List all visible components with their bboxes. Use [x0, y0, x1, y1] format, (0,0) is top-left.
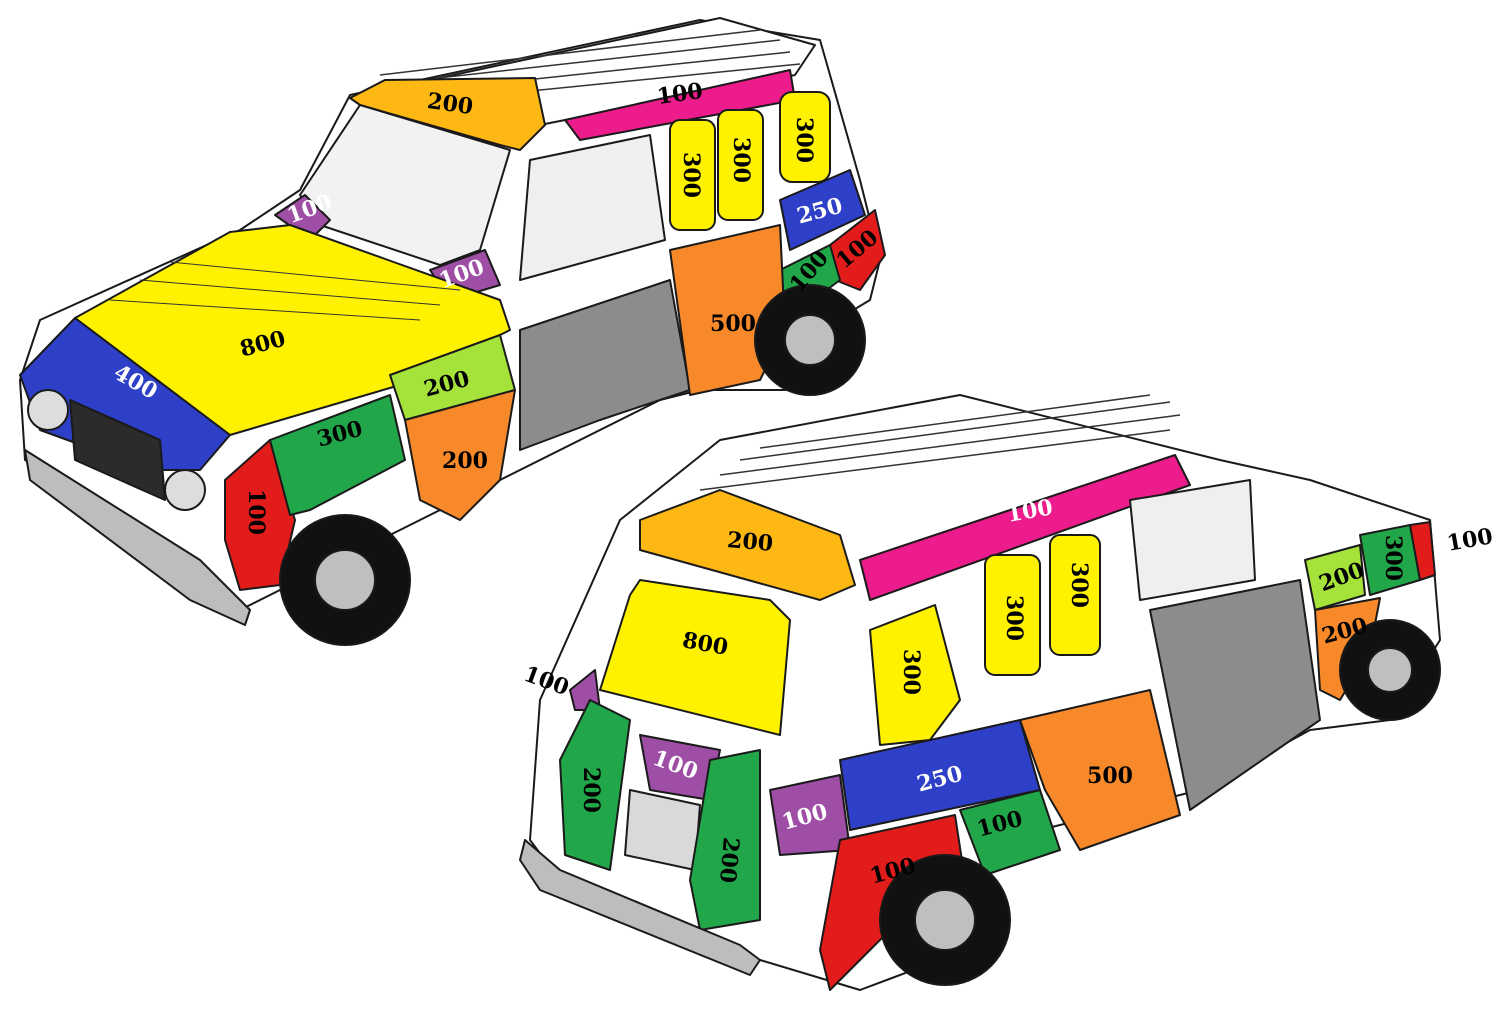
label-front-door-lower: 200 — [442, 448, 488, 474]
label-front-rear-door-window-1: 300 — [678, 152, 704, 198]
label-rear-front-wing-green: 300 — [1380, 535, 1406, 581]
label-rear-door-window-2: 300 — [1066, 562, 1092, 608]
rear-car — [520, 395, 1440, 990]
label-front-rear-door: 500 — [710, 311, 756, 337]
label-rear-tailgate-right: 200 — [714, 836, 744, 884]
front-headlight-right — [165, 470, 205, 510]
front-front-wheel-hub — [315, 550, 375, 610]
label-rear-quarter-window: 300 — [898, 649, 924, 695]
label-front-rear-quarter-window: 300 — [791, 117, 817, 163]
rear-front-door-window — [1130, 480, 1255, 600]
label-rear-front-corner: 100 — [1445, 523, 1495, 557]
label-front-wing-corner: 100 — [243, 489, 269, 535]
label-front-rear-door-window-2: 300 — [728, 137, 754, 183]
front-headlight-left — [28, 390, 68, 430]
label-rear-door-window-1: 300 — [1001, 595, 1027, 641]
rear-plate — [625, 790, 700, 870]
label-rear-tailgate-left: 200 — [578, 767, 604, 813]
label-rear-roof-rear: 200 — [726, 527, 774, 557]
label-rear-door: 500 — [1087, 763, 1133, 789]
front-rear-wheel-hub — [785, 315, 835, 365]
rear-front-wheel-hub — [1368, 648, 1412, 692]
rear-rear-wheel-hub — [915, 890, 975, 950]
